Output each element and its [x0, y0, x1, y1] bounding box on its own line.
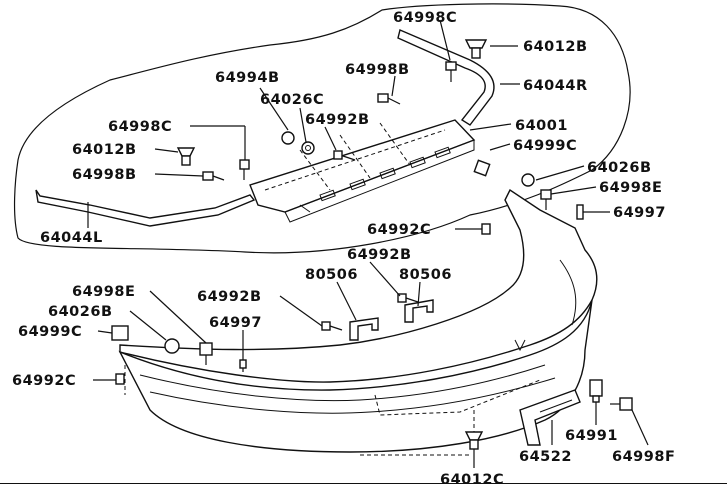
side-rail-64044R — [397, 29, 495, 126]
part-label: 64999C — [513, 138, 577, 154]
part-labels: 64998C 64012B 64998B 64044R 64994B 64026… — [12, 10, 675, 488]
part-label: 64992C — [367, 222, 431, 238]
part-label: 64026B — [48, 304, 113, 320]
part-label: 64992C — [12, 373, 76, 389]
part-label: 64044L — [40, 230, 103, 246]
fasteners — [111, 39, 633, 450]
part-label: 64999C — [18, 324, 82, 340]
side-rail-64044L — [35, 189, 256, 227]
part-label: 64998B — [72, 167, 137, 183]
part-label: 64992B — [197, 289, 262, 305]
part-label: 64994B — [215, 70, 280, 86]
part-label: 64991 — [565, 428, 618, 444]
part-label: 64997 — [209, 315, 262, 331]
part-label: 64998C — [393, 10, 457, 26]
part-label: 64998C — [108, 119, 172, 135]
part-label: 80506 — [399, 267, 452, 283]
part-label: 64992B — [347, 247, 412, 263]
part-label: 64998F — [612, 449, 675, 465]
part-label: 64026B — [587, 160, 652, 176]
upper-assembly-outline — [13, 3, 631, 254]
part-label: 64026C — [260, 92, 324, 108]
part-label: 64012B — [72, 142, 137, 158]
reinforcement-bar-64001 — [249, 119, 476, 223]
part-label: 64998B — [345, 62, 410, 78]
part-label: 64522 — [519, 449, 572, 465]
part-label: 64012B — [523, 39, 588, 55]
part-label: 64044R — [523, 78, 588, 94]
part-label: 64992B — [305, 112, 370, 128]
leader-lines — [87, 19, 649, 468]
part-label: 64998E — [599, 180, 662, 196]
part-label: 64001 — [515, 118, 568, 134]
part-label: 80506 — [305, 267, 358, 283]
part-label: 64997 — [613, 205, 666, 221]
bottom-frame-edge — [0, 483, 727, 492]
part-label: 64998E — [72, 284, 135, 300]
